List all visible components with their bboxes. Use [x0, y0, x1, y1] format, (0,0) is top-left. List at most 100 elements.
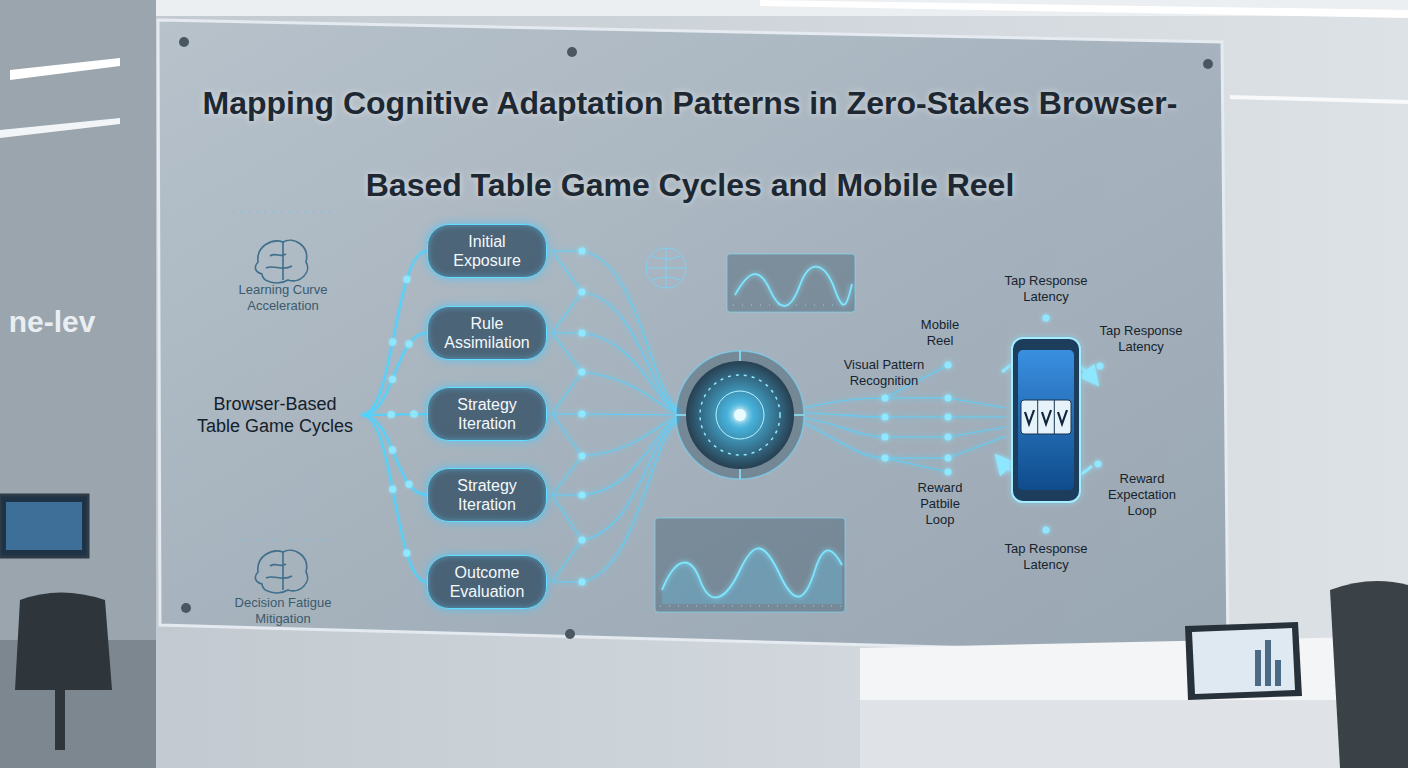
network-line [552, 251, 582, 582]
chart-frame [727, 254, 855, 312]
phone-screen [1018, 350, 1074, 490]
network-dot [579, 369, 586, 376]
annotation-label: Reward Expectation Loop [1100, 471, 1184, 519]
phone [1012, 338, 1080, 502]
brain-icon [255, 550, 307, 593]
brain-icon [266, 552, 292, 590]
panel-screw [1203, 59, 1213, 69]
network-dot [579, 248, 586, 586]
office-chair [55, 690, 65, 750]
brain-icon [255, 550, 307, 593]
node-text: Outcome Evaluation [438, 563, 536, 601]
panel-screw [567, 47, 577, 57]
network-dot [945, 434, 952, 441]
network-dot [405, 481, 412, 488]
network-dot [579, 411, 586, 418]
network-dot [882, 414, 889, 421]
connector [362, 415, 427, 582]
ceiling-light [10, 58, 120, 80]
connector [362, 415, 427, 495]
network-dot [1095, 461, 1102, 468]
panel-screw [179, 37, 189, 47]
desk [860, 700, 1408, 768]
connector [486, 441, 488, 468]
brain-grid-icon [646, 248, 686, 288]
network-line [804, 423, 1006, 458]
brain-grid-icon [646, 248, 686, 288]
desk [860, 636, 1408, 700]
hub-ring [700, 375, 780, 455]
tablet-bar [1275, 660, 1281, 686]
annotation-label: Decision Fatigue Mitigation [223, 595, 343, 627]
reel-window [1021, 400, 1071, 434]
network-dot [403, 550, 410, 557]
network-dot [579, 579, 586, 586]
brain-grid-icon [646, 248, 686, 288]
network-line [804, 418, 1006, 437]
office-chair [1330, 581, 1408, 768]
chart-axis [733, 305, 850, 306]
chart-frame [655, 518, 845, 612]
reel-divider [1037, 400, 1038, 434]
network-dot [1043, 315, 1050, 322]
panel-screw [565, 629, 575, 639]
network-dot [579, 248, 586, 255]
network-dot [389, 376, 396, 383]
connector [362, 333, 427, 415]
hub-tick [676, 351, 804, 479]
watermark: ne-lev [0, 305, 107, 339]
node-text: Rule Assimilation [438, 314, 536, 352]
network-dot [389, 339, 396, 346]
reel-divider [1054, 400, 1055, 434]
connector [362, 251, 427, 415]
tablet-bar [1255, 650, 1261, 686]
glass-panel [158, 20, 1228, 655]
brain-icon [255, 240, 307, 283]
network-line [804, 413, 1006, 417]
tablet [1185, 622, 1302, 700]
brain-icon [266, 242, 292, 280]
hub-ring [676, 351, 804, 479]
annotation-label: Tap Response Latency [996, 273, 1096, 305]
annotation-label: Learning Curve Acceleration [223, 282, 343, 314]
ceiling-light [1230, 95, 1408, 104]
hub-ring [716, 391, 764, 439]
node-text: Initial Exposure [438, 232, 536, 270]
network-dot [388, 411, 395, 418]
ceiling-light [760, 0, 1408, 18]
tick-marks [232, 212, 332, 213]
ceiling-light [0, 118, 120, 138]
tick-marks [232, 212, 332, 540]
annotation-label: Tap Response Latency [1091, 323, 1191, 355]
connector [486, 360, 488, 387]
network-dot [389, 446, 396, 453]
wave-line [662, 548, 842, 597]
network-line [552, 251, 582, 582]
reel-check [1025, 410, 1067, 424]
process-box: Initial Exposure [427, 224, 547, 278]
annotation-label: Mobile Reel [908, 317, 972, 349]
network-dot [1097, 363, 1104, 370]
node-text: Strategy Iteration [438, 476, 536, 514]
network-dot [882, 434, 889, 441]
network-dot [405, 341, 412, 348]
wave-area [662, 548, 842, 604]
side-wall [0, 0, 156, 768]
network-line [804, 398, 1006, 408]
tick-marks [232, 540, 332, 541]
network-dot [1043, 527, 1050, 534]
connector [486, 278, 488, 306]
network-dot [410, 411, 417, 418]
node-text: Strategy Iteration [438, 395, 536, 433]
panel-screw [181, 603, 191, 613]
network-dot [579, 492, 586, 499]
diagram-title: Mapping Cognitive Adaptation Patterns in… [190, 62, 1190, 226]
network-dot [945, 469, 952, 476]
process-box: Strategy Iteration [427, 387, 547, 441]
process-box: Outcome Evaluation [427, 555, 547, 609]
network-dot [882, 315, 1104, 534]
hub-core [686, 361, 794, 469]
network-dot [579, 289, 586, 296]
